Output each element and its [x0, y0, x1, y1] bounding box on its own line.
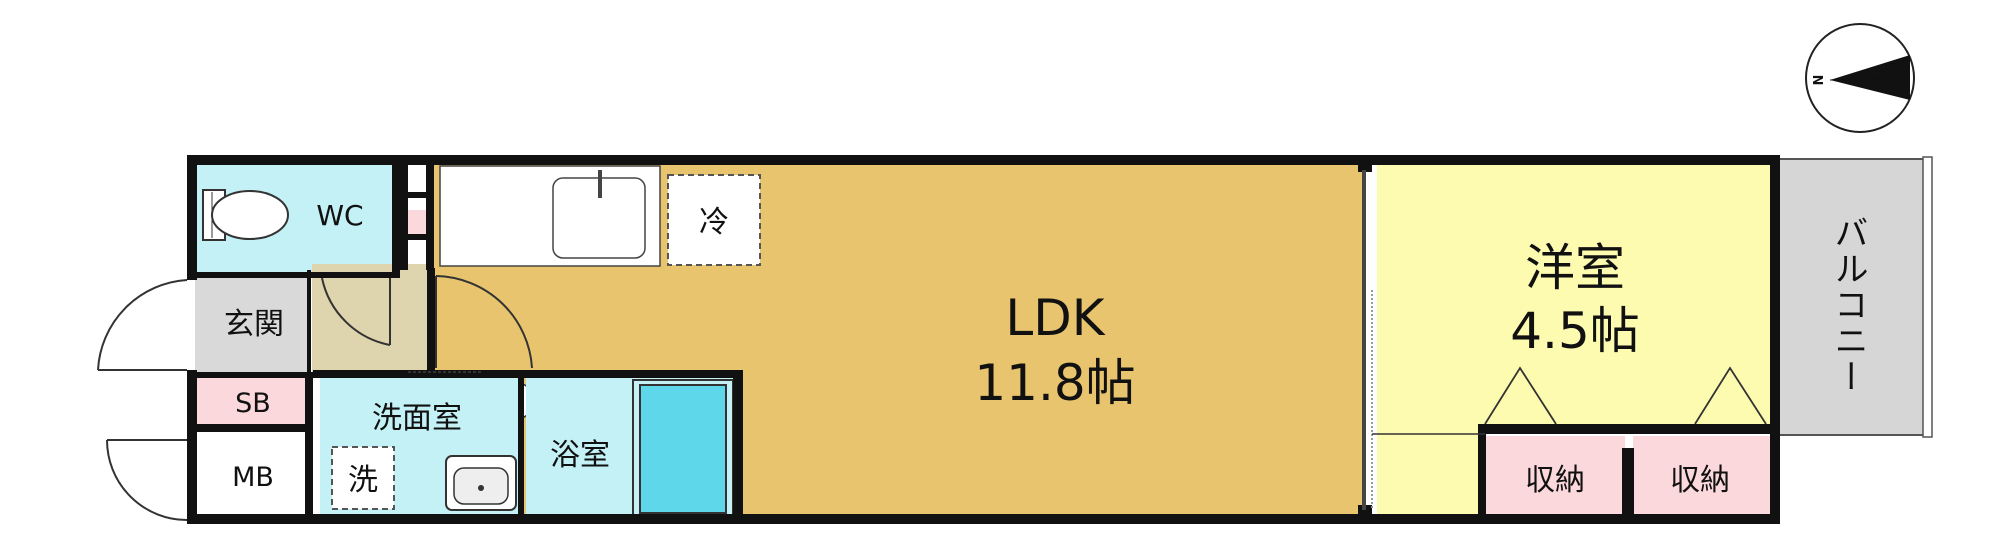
shoe-box [195, 378, 307, 426]
western-size-label: 4.5帖 [1510, 302, 1640, 360]
compass: N [1805, 23, 1915, 133]
ldk-size-label: 11.8帖 [974, 354, 1135, 412]
compass-needle-icon [1830, 55, 1910, 100]
balcony: バルコニー [1776, 156, 1933, 438]
hall-area [312, 264, 427, 374]
storage-right-label: 収納 [1670, 463, 1730, 498]
washroom-label: 洗面室 [372, 401, 462, 436]
wc-label: WC [316, 199, 363, 232]
bathtub-icon [639, 384, 727, 514]
entrance-area [195, 276, 310, 376]
ldk-name-label: LDK [1005, 289, 1105, 347]
doors [97, 275, 533, 521]
western-name-label: 洋室 [1525, 239, 1625, 297]
compass-north-label: N [1812, 75, 1827, 86]
fridge-label: 冷 [699, 205, 729, 240]
toilet-icon [202, 189, 289, 241]
storage-left [1485, 436, 1625, 514]
meter-box-label: MB [232, 462, 274, 493]
entrance-label: 玄関 [224, 307, 284, 342]
fridge-space [667, 174, 761, 266]
meter-box [195, 436, 307, 516]
washbasin-icon [445, 455, 517, 511]
storage-right [1633, 436, 1770, 514]
western-room [1377, 164, 1772, 434]
storage-left-label: 収納 [1525, 463, 1585, 498]
bathroom-label: 浴室 [550, 438, 610, 473]
walls [187, 155, 1780, 524]
shoe-box-label: SB [235, 388, 271, 419]
balcony-label: バルコニー [1828, 215, 1868, 395]
washer-space [331, 446, 395, 510]
washer-label: 洗 [348, 463, 378, 498]
